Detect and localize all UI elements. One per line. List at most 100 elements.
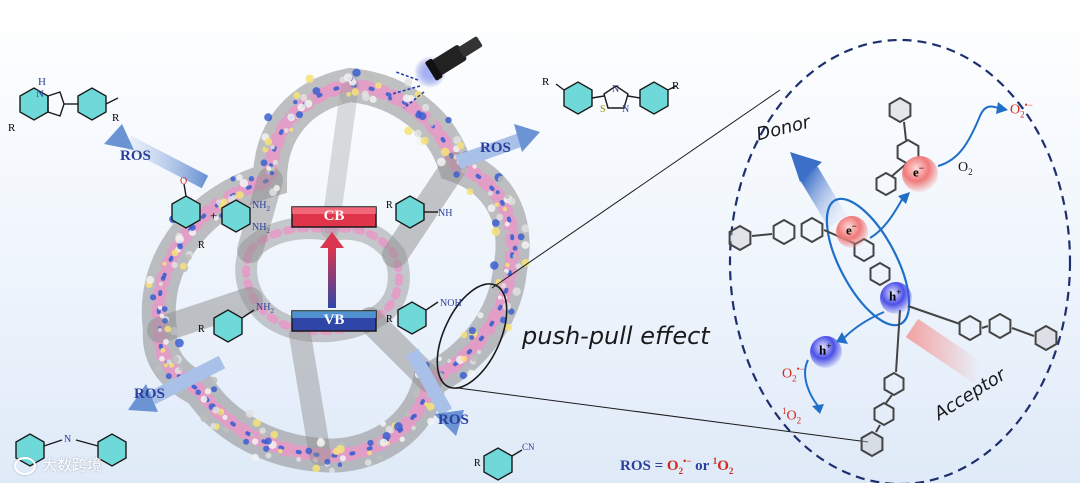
atom [293,92,301,99]
cb-label: CB [323,208,345,224]
chem-label-r-5: R [198,240,205,251]
ring [800,216,824,244]
bond [903,121,907,141]
atom [477,312,484,319]
ring [869,261,891,287]
chem-label-h: H [38,76,46,88]
cof-framework [141,67,530,474]
ring [958,314,982,342]
chem-label-r-4: R [672,80,680,92]
atom [195,389,201,396]
atom [457,141,465,150]
atom-speckles [145,68,530,474]
bond [875,424,881,433]
atom [312,87,321,95]
atom [297,103,306,112]
nitrile-structure [483,447,523,481]
atom [379,438,388,447]
hole-sphere-bottom [810,336,842,368]
atom [499,316,507,324]
watermark-icon [14,456,36,475]
atom [491,227,501,237]
atom [164,325,172,333]
atom [216,192,224,201]
atom [221,198,228,206]
bond [1011,327,1035,337]
plus-sign: + [210,208,218,223]
atom [166,359,172,365]
chem-label-r-7: R [198,324,205,335]
ros-arrow-bottom-right [405,348,464,436]
hole-transfer-arrow [843,311,885,339]
atom [504,193,510,199]
ros-label-bottom-right: ROS [438,412,469,428]
ring [728,224,752,252]
atom [504,247,510,252]
atom [264,437,272,445]
hole-label-bottom: h+ [819,341,832,358]
chem-label-n-4: N [64,434,72,445]
chem-label-n: N [36,88,44,100]
atom [512,287,521,296]
chem-label-r-1: R [8,122,16,134]
atom [236,174,243,181]
ring [888,96,912,124]
chem-label-n-2: N [612,84,620,95]
bond [981,325,989,329]
excitation-arrow [320,232,344,308]
atom [157,305,163,310]
atom [399,436,405,442]
atom [222,414,228,420]
atom [287,113,296,122]
atom [504,221,510,227]
electron-sphere-middle [836,216,868,248]
bond [885,394,893,404]
chem-label-r-2: R [112,112,120,124]
atom [495,278,502,285]
atom [230,176,236,182]
atom [380,420,387,427]
hole-label-middle: h+ [889,287,902,304]
singlet-path-arrow [804,359,819,407]
atom [367,439,374,446]
atom [179,262,187,270]
atom [382,432,391,441]
atom [427,417,435,426]
atom [385,425,393,433]
singlet-oxygen-label: 1O2 [782,406,802,426]
atom [251,438,259,445]
atom [146,275,155,284]
atom [343,73,353,82]
atom [170,355,179,365]
atom [312,464,321,473]
atom [402,94,411,103]
atom [437,157,446,167]
atom [158,328,162,332]
atom [160,347,166,353]
chem-label-nh: NH [438,208,453,219]
atom [364,459,372,466]
chem-label-cn: CN [522,442,535,452]
atom [487,190,494,196]
ring [883,371,905,397]
atom [394,422,403,431]
atom [222,426,229,433]
ros-label-top-right: ROS [480,140,511,156]
atom [351,88,359,96]
electron-sphere-top [902,156,938,192]
atom [466,188,474,196]
atom [285,110,290,115]
atom [337,99,343,105]
atom [502,271,507,277]
chem-label-nh2-2: NH2 [252,222,270,235]
atom [367,450,372,456]
atom [515,263,522,270]
atom [251,453,259,462]
atom [270,166,276,171]
atom [346,91,352,97]
benzimidazole-structure [19,87,119,121]
atom [496,213,504,221]
atom [162,318,168,324]
ring [772,218,796,246]
atom [210,376,218,385]
